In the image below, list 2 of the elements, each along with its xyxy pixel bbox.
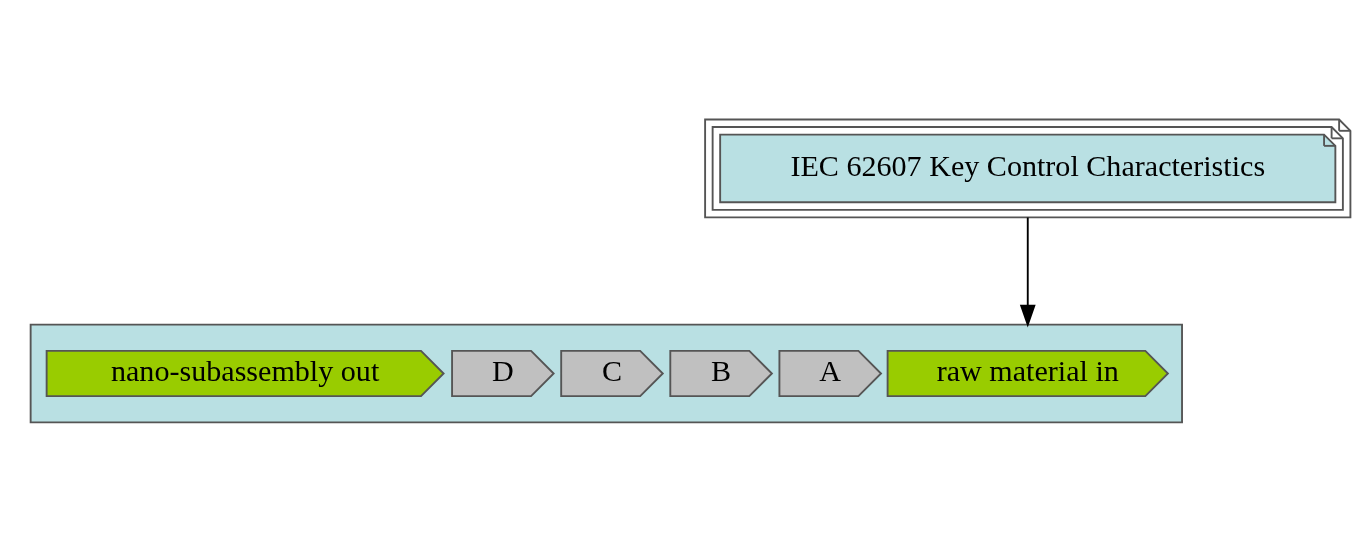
arrow [1019, 216, 1036, 327]
cluster [29, 323, 1183, 423]
